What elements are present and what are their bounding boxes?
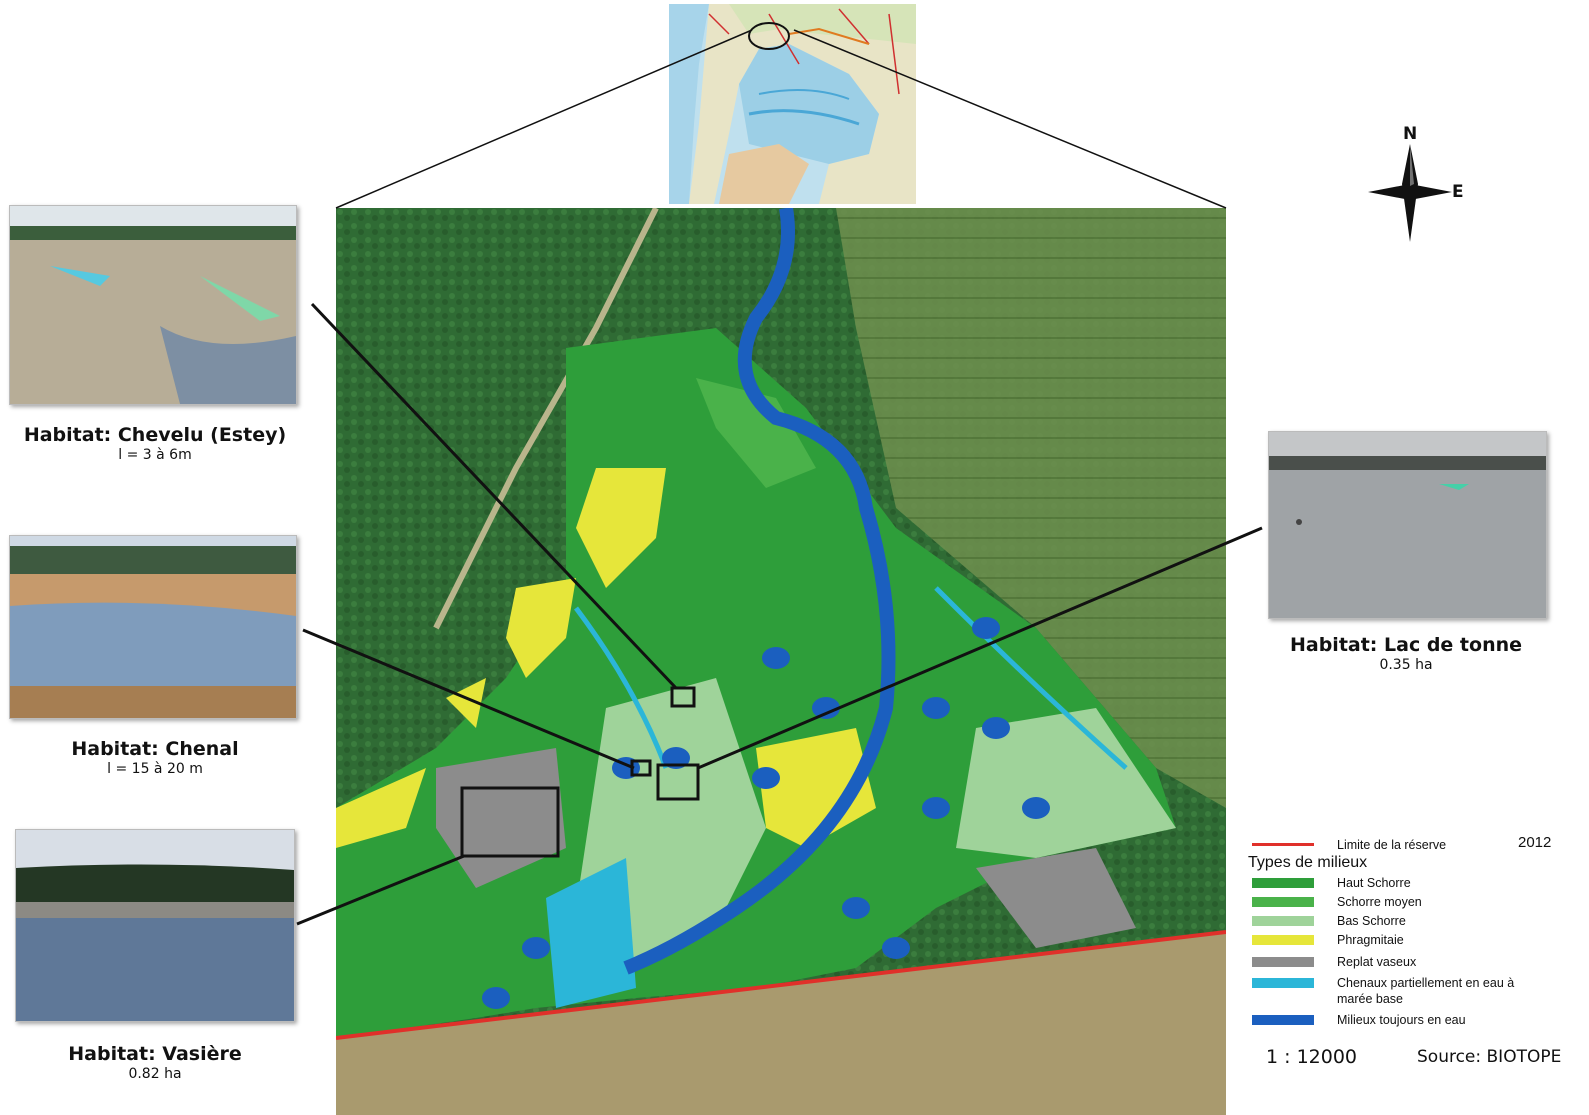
caption-title: Habitat: Chevelu (Estey) [23,424,287,446]
compass-east-label: E [1452,182,1464,202]
legend-swatch [1252,1015,1314,1025]
caption-title: Habitat: Chenal [71,738,239,760]
caption-vasiere: Habitat: Vasière 0.82 ha [5,1043,305,1082]
legend-swatch [1252,878,1314,888]
legend-swatch [1252,978,1314,988]
photo-chevelu [9,205,297,405]
legend-year: 2012 [1518,834,1552,851]
caption-subtitle: 0.82 ha [128,1066,182,1082]
compass-rose: N E [1362,124,1472,244]
legend-swatch [1252,957,1314,967]
caption-lac: Habitat: Lac de tonne 0.35 ha [1256,634,1556,673]
legend-swatch [1252,935,1314,945]
map-scale: 1 : 12000 [1266,1046,1358,1068]
legend-label: Phragmitaie [1337,933,1404,947]
caption-title: Habitat: Lac de tonne [1289,634,1523,656]
legend-label: Bas Schorre [1337,914,1406,928]
legend-boundary-label: Limite de la réserve [1337,838,1447,852]
caption-chevelu: Habitat: Chevelu (Estey) l = 3 à 6m [5,424,305,463]
legend-label: Haut Schorre [1337,876,1411,890]
legend-swatch [1252,916,1314,926]
legend-boundary: Limite de la réserve 2012 [1252,834,1572,854]
legend-label: Schorre moyen [1337,895,1422,909]
caption-subtitle: 0.35 ha [1379,657,1433,673]
photo-lac [1268,431,1547,619]
legend-label: Milieux toujours en eau [1337,1013,1466,1027]
caption-subtitle: l = 3 à 6m [118,447,192,463]
legend-boundary-swatch [1252,843,1314,846]
legend-label: Replat vaseux [1337,955,1417,969]
map-source: Source: BIOTOPE [1417,1047,1562,1067]
caption-subtitle: l = 15 à 20 m [107,761,203,777]
legend-label-continued: marée base [1337,992,1404,1006]
legend-label: Chenaux partiellement en eau à [1337,976,1515,990]
caption-title: Habitat: Vasière [68,1043,242,1065]
locator-map [669,4,916,204]
compass-icon [1368,144,1452,242]
compass-north-label: N [1403,124,1418,144]
main-map [336,208,1226,1115]
legend-swatch [1252,897,1314,907]
photo-chenal [9,535,297,719]
legend-heading: Types de milieux [1248,854,1368,871]
caption-chenal: Habitat: Chenal l = 15 à 20 m [5,738,305,777]
photo-vasiere [15,829,295,1022]
